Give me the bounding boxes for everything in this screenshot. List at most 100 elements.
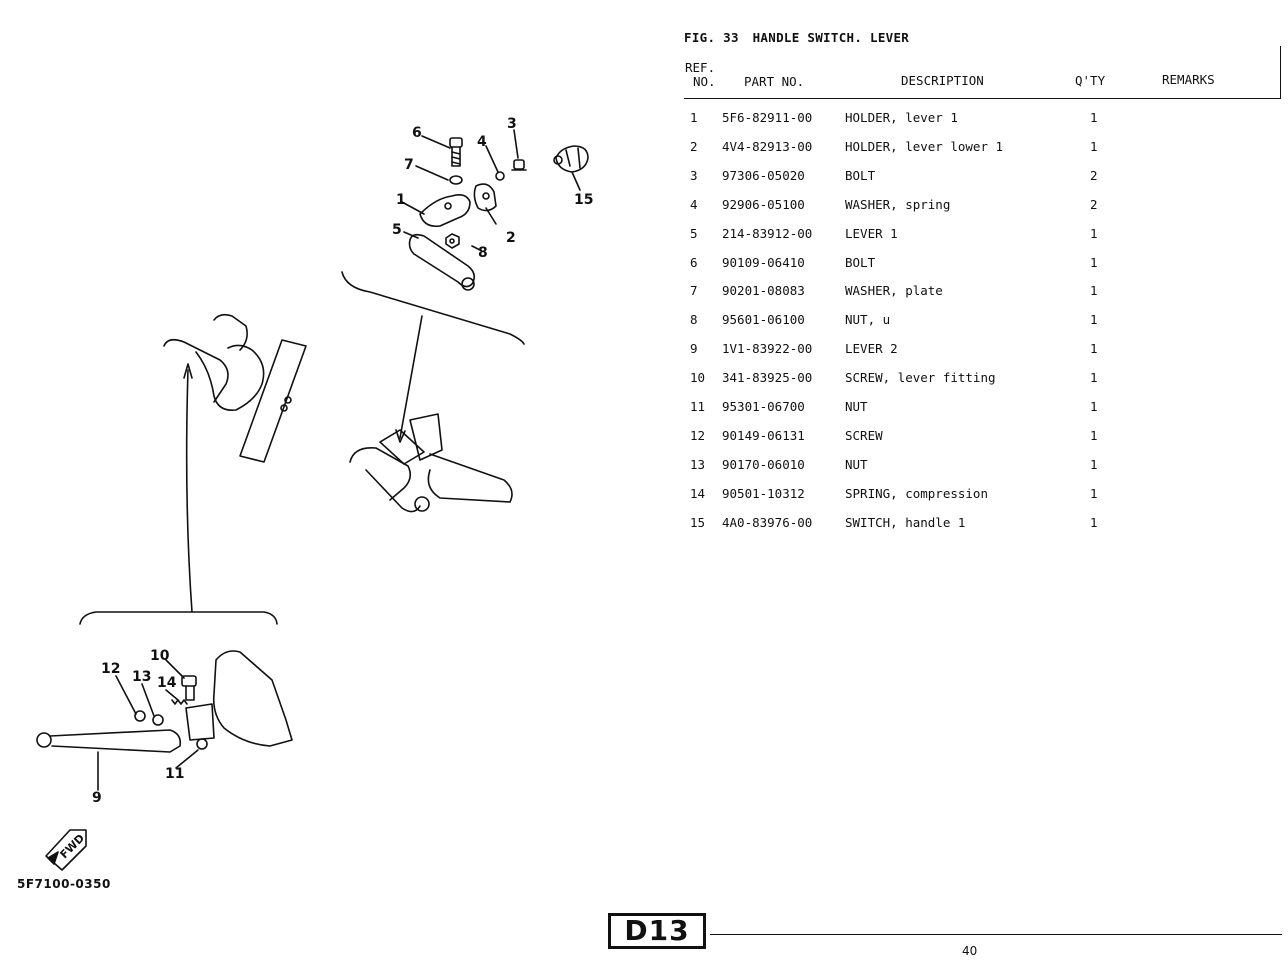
part-10-screw-graphic: [181, 675, 197, 701]
header-description: DESCRIPTION: [901, 73, 984, 88]
description-cell: SCREW: [845, 427, 883, 443]
part-7-washer-graphic: [449, 175, 463, 185]
part-number-cell: 97306-05020: [722, 167, 805, 183]
ref-cell: 8: [690, 312, 698, 328]
callout-9: 9: [92, 790, 102, 806]
part-3-bolt-graphic: [511, 159, 527, 171]
part-number-cell: 214-83912-00: [722, 225, 813, 241]
part-number-cell: 95301-06700: [722, 399, 805, 414]
callout-4: 4: [477, 134, 487, 150]
description-cell: NUT, u: [845, 312, 891, 328]
description-cell: WASHER, plate: [845, 283, 943, 299]
callout-2: 2: [506, 230, 516, 246]
description-cell: SWITCH, handle 1: [845, 514, 966, 530]
quantity-cell: 1: [1090, 370, 1098, 386]
part-11-nut-graphic: [196, 738, 208, 750]
part-number-cell: 92906-05100: [722, 196, 805, 212]
part-number-cell: 90170-06010: [722, 456, 805, 472]
lower-leader-line: [185, 369, 193, 613]
part-number-cell: 1V1-83922-00: [722, 341, 813, 357]
header-ref: REF.: [685, 60, 716, 75]
callout-11: 11: [165, 766, 184, 782]
header-ref-no: NO.: [693, 74, 716, 89]
callout-1: 1: [396, 192, 406, 208]
ref-cell: 5: [690, 225, 698, 241]
callout-7: 7: [404, 157, 414, 173]
quantity-cell: 1: [1090, 514, 1098, 530]
part-number-cell: 90149-06131: [722, 427, 805, 443]
fwd-label: FWD: [58, 832, 88, 862]
callout-3: 3: [507, 116, 517, 132]
header-qty: Q'TY: [1075, 73, 1106, 88]
ref-cell: 9: [690, 341, 698, 357]
quantity-cell: 1: [1090, 399, 1098, 414]
part-13-nut-graphic: [152, 714, 164, 726]
ref-cell: 13: [690, 456, 706, 472]
ref-cell: 2: [690, 138, 698, 154]
part-14-spring-graphic: [171, 699, 188, 705]
ref-cell: 12: [690, 427, 706, 443]
part-number-cell: 90501-10312: [722, 485, 805, 501]
callout-15: 15: [574, 192, 593, 208]
part-6-bolt-graphic: [449, 137, 463, 167]
callout-6: 6: [412, 125, 422, 141]
description-cell: SCREW, lever fitting: [845, 370, 996, 386]
header-rule: [684, 98, 1280, 99]
section-code-plate: D13: [608, 913, 706, 949]
callout-8: 8: [478, 245, 488, 261]
quantity-cell: 1: [1090, 456, 1098, 472]
part-number-cell: 90201-08083: [722, 283, 805, 299]
ref-cell: 11: [690, 399, 706, 414]
ref-cell: 4: [690, 196, 698, 212]
part-number-cell: 5F6-82911-00: [722, 110, 813, 125]
upper-leader-arrow: [399, 315, 423, 439]
part-number-cell: 4A0-83976-00: [722, 514, 813, 530]
ref-cell: 6: [690, 254, 698, 270]
part-number-cell: 4V4-82913-00: [722, 138, 813, 154]
quantity-cell: 1: [1090, 110, 1098, 125]
page-number: 40: [962, 944, 978, 958]
ref-cell: 15: [690, 514, 706, 530]
description-cell: WASHER, spring: [845, 196, 951, 212]
part-1-holder-graphic: [419, 194, 471, 228]
header-remarks: REMARKS: [1162, 72, 1215, 87]
quantity-cell: 2: [1090, 196, 1098, 212]
ref-cell: 14: [690, 485, 706, 501]
assembled-lever-view-graphic: [349, 413, 513, 513]
quantity-cell: 1: [1090, 341, 1098, 357]
lower-detail-bracket: [79, 611, 278, 625]
ref-cell: 7: [690, 283, 698, 299]
description-cell: NUT: [845, 456, 868, 472]
ref-cell: 3: [690, 167, 698, 183]
quantity-cell: 1: [1090, 485, 1098, 501]
fwd-arrow-graphic: [45, 829, 87, 871]
quantity-cell: 2: [1090, 167, 1098, 183]
figure-number: FIG. 33: [684, 30, 739, 45]
exploded-parts-diagram: 6 7 1 5 4 3 8 2 15 10 12 13 14 11 9 FWD: [36, 116, 593, 871]
callout-5: 5: [392, 222, 402, 238]
description-cell: BOLT: [845, 254, 876, 270]
description-cell: LEVER 2: [845, 341, 898, 357]
left-handlebar-assembly-graphic: [163, 313, 307, 463]
part-number-cell: 95601-06100: [722, 312, 805, 328]
part-15-switch-graphic: [553, 145, 589, 173]
part-number-cell: 90109-06410: [722, 254, 805, 270]
header-edge-line: [1280, 46, 1281, 99]
ref-cell: 1: [690, 110, 698, 125]
part-5-lever-graphic: [408, 233, 476, 291]
callout-12: 12: [101, 661, 120, 677]
callout-14: 14: [157, 675, 177, 691]
description-cell: NUT: [845, 399, 868, 414]
header-part-no: PART NO.: [744, 74, 805, 89]
part-number-cell: 341-83925-00: [722, 370, 813, 386]
quantity-cell: 1: [1090, 312, 1098, 328]
part-8-nut-graphic: [445, 233, 460, 249]
part-9-lever-graphic: [36, 729, 182, 753]
drawing-code: 5F7100-0350: [17, 877, 111, 891]
figure-name: HANDLE SWITCH. LEVER: [752, 30, 910, 45]
part-2-lower-holder-graphic: [473, 183, 497, 212]
part-4-washer-graphic: [495, 171, 505, 181]
upper-detail-bracket: [341, 271, 525, 345]
figure-title: FIG. 33 HANDLE SWITCH. LEVER: [684, 30, 915, 45]
callout-13: 13: [132, 669, 151, 685]
